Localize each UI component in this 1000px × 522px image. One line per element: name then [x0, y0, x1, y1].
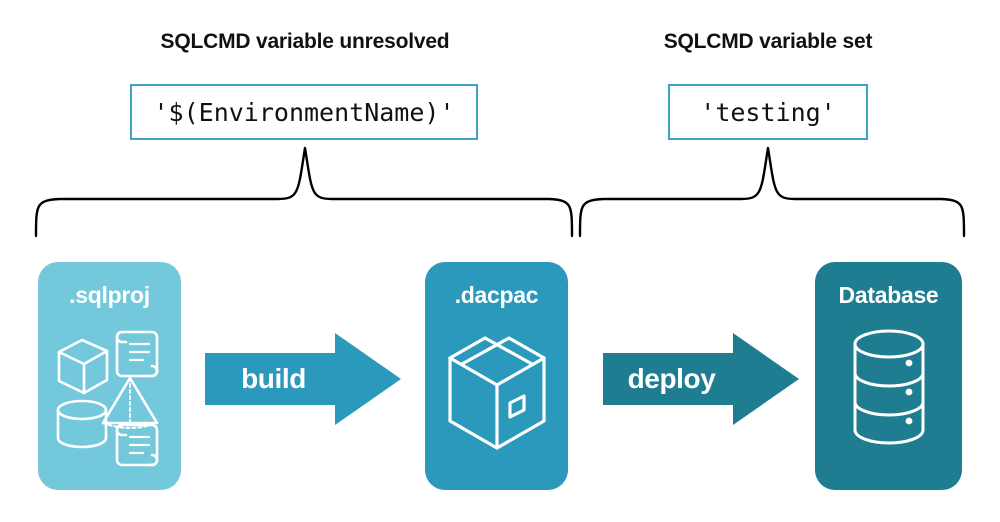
card-dacpac: .dacpac — [425, 262, 568, 490]
code-box-environment-name: '$(EnvironmentName)' — [130, 84, 478, 140]
arrow-deploy: deploy — [603, 333, 799, 425]
database-cylinder-icon — [853, 329, 924, 445]
arrow-deploy-shape — [603, 333, 799, 425]
script-icon — [115, 423, 158, 467]
database-status-dot — [905, 417, 912, 425]
heading-sqlcmd-variable-unresolved: SQLCMD variable unresolved — [160, 30, 450, 53]
arrow-right-icon — [603, 333, 799, 425]
cylinder-icon — [56, 399, 107, 449]
shapes-and-scripts-icon — [56, 330, 158, 467]
database-status-dot — [905, 388, 912, 396]
code-box-testing: 'testing' — [668, 84, 868, 140]
arrow-build-shape — [205, 333, 401, 425]
cube-icon — [57, 338, 108, 395]
heading-sqlcmd-variable-set: SQLCMD variable set — [663, 30, 873, 53]
arrow-right-icon — [205, 333, 401, 425]
card-dacpac-label: .dacpac — [454, 282, 539, 308]
card-database-label: Database — [838, 282, 939, 308]
database-status-dot — [905, 359, 912, 367]
package-box-icon — [447, 336, 546, 450]
brace-right-icon — [578, 146, 966, 238]
arrow-build: build — [205, 333, 401, 425]
brace-left-icon — [34, 146, 574, 238]
script-icon — [115, 330, 158, 378]
card-database: Database — [815, 262, 962, 490]
card-sqlproj-label: .sqlproj — [69, 282, 150, 308]
pyramid-icon — [101, 376, 158, 429]
card-sqlproj: .sqlproj — [38, 262, 181, 490]
